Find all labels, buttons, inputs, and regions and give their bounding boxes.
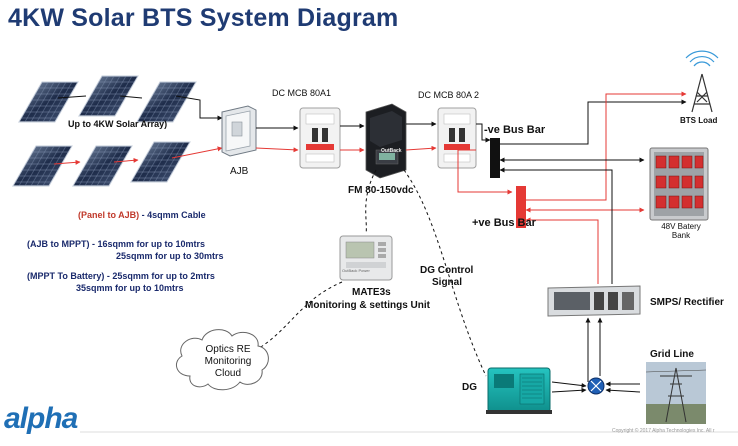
negative-bus-label: -ve Bus Bar: [484, 124, 546, 136]
dg-control-label-1: DG Control: [420, 265, 474, 276]
smps-rectifier: [547, 285, 641, 317]
solar-panel-5: [71, 145, 133, 187]
ajb-label: AJB: [230, 166, 249, 177]
solar-panel-1: [17, 81, 79, 123]
wire-mcb2-posbus: [457, 149, 513, 195]
alpha-logo-text: alpha: [4, 402, 78, 435]
dg-control-label-2: Signal: [432, 277, 463, 288]
dc-mcb-2: [437, 107, 477, 169]
grid-line-label: Grid Line: [650, 349, 694, 360]
mate-brand: OutBack Power: [342, 268, 370, 273]
mppt-label: FM 80-150vdc: [348, 185, 414, 196]
bts-load-label: BTS Load: [680, 116, 718, 125]
bts-tower: [685, 50, 719, 113]
wire-grid-ats-2: [605, 387, 641, 393]
wire-posbus-smps: [525, 217, 599, 284]
mcb2-label: DC MCB 80A 2: [418, 90, 480, 100]
mate-cloud-comm-line: [255, 281, 343, 351]
positive-bus-bar: [516, 186, 526, 228]
solar-array-label: Up to 4KW Solar Array): [68, 119, 168, 129]
cloud-label-3: Cloud: [214, 368, 242, 379]
battery-label-2: Bank: [671, 231, 691, 240]
smps-label: SMPS/ Rectifier: [650, 297, 724, 308]
note-mppt-batt-2: 35sqmm for up to 10mtrs: [76, 283, 184, 293]
wire-dg-ats-2: [551, 387, 587, 393]
wire-mppt-mcb2-pos: [405, 145, 437, 151]
grid-line-image: [645, 362, 707, 424]
ats-switch-symbol: [587, 377, 605, 395]
diagram-title: 4KW Solar BTS System Diagram: [8, 4, 399, 32]
cloud-label-1: Optics RE: [205, 344, 251, 355]
mppt-controller: [365, 103, 407, 179]
ajb-box: [221, 105, 257, 157]
mcb1-label: DC MCB 80A1: [272, 88, 332, 98]
mppt-mate-comm-line: [365, 169, 377, 235]
wire-negbus-bts: [500, 99, 687, 145]
note-panel-ajb: (Panel to AJB) - 4sqmm Cable: [78, 210, 206, 220]
negative-bus-bar: [490, 138, 500, 178]
dc-mcb-1: [299, 107, 341, 169]
wire-mcb2-negbus: [476, 123, 491, 143]
mppt-brand: OutBack: [381, 148, 402, 154]
dg-control-signal-line: [403, 169, 487, 377]
solar-panel-2: [77, 75, 139, 117]
positive-bus-label: +ve Bus Bar: [472, 217, 536, 229]
cloud-label-2: Monitoring: [204, 356, 252, 367]
note-ajb-mppt-2: 25sqmm for up to 30mtrs: [116, 251, 224, 261]
note-panel-ajb-rest: - 4sqmm Cable: [139, 210, 206, 220]
solar-panel-3: [135, 81, 197, 123]
battery-label-1: 48V Batery: [661, 222, 701, 231]
wire-ajb-mcb1-pos: [255, 147, 299, 153]
copyright-text: Copyright © 2017 Alpha Technologies Inc.…: [612, 428, 715, 434]
dg-generator: [486, 367, 552, 414]
cloud-shape: [175, 329, 269, 391]
wire-negbus-smps: [499, 167, 613, 284]
alpha-logo: [2, 404, 78, 438]
note-mppt-batt-1: (MPPT To Battery) - 25sqmm for up to 2mt…: [27, 271, 215, 281]
note-panel-ajb-red: (Panel to AJB): [78, 210, 140, 220]
wire-dg-ats-1: [551, 381, 587, 388]
mate3s-label-2: Monitoring & settings Unit: [305, 300, 430, 311]
dg-label: DG: [462, 382, 477, 393]
mate3s-unit: [339, 235, 393, 281]
panel-wires: [53, 95, 223, 165]
wire-posbus-bts: [526, 91, 687, 201]
note-ajb-mppt-1: (AJB to MPPT) - 16sqmm for up to 10mtrs: [27, 239, 206, 249]
battery-bank: [649, 147, 709, 221]
mate3s-label-1: MATE3s: [352, 287, 391, 298]
solar-panel-6: [129, 141, 191, 183]
solar-panel-4: [11, 145, 73, 187]
